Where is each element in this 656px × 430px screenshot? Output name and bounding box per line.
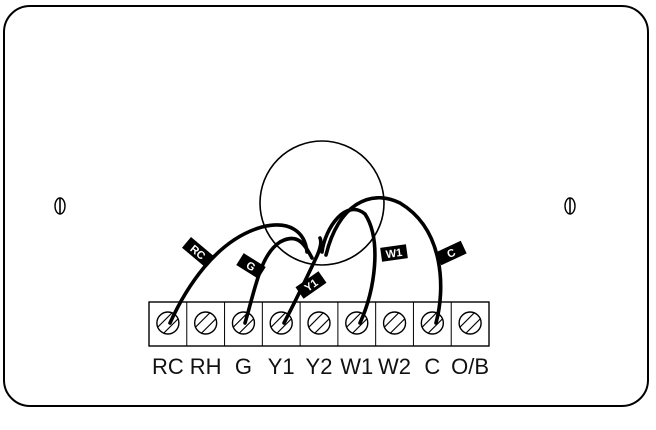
terminal-label-rh: RH xyxy=(190,354,222,379)
wire-rc xyxy=(168,223,309,325)
terminal-screw-c-icon xyxy=(420,311,445,335)
terminal-label-w1: W1 xyxy=(340,354,373,379)
wire-y1 xyxy=(282,236,323,325)
terminal-block xyxy=(148,301,490,347)
wire-g xyxy=(243,236,314,325)
wire-tag-g: G xyxy=(236,253,266,279)
terminal-label-c: C xyxy=(424,354,440,379)
wire-opening xyxy=(259,140,385,266)
wires xyxy=(168,195,443,325)
terminal-label-ob: O/B xyxy=(451,354,489,379)
terminal-screw-ob-icon xyxy=(458,311,482,335)
terminal-screw-y2-icon xyxy=(307,311,331,335)
wire-w1 xyxy=(320,207,377,325)
terminal-label-g: G xyxy=(235,354,252,379)
terminal-label-rc: RC xyxy=(152,354,184,379)
terminal-screw-w2-icon xyxy=(382,311,407,335)
wire-tag-c: C xyxy=(435,240,467,266)
terminal-label-y2: Y2 xyxy=(306,354,333,379)
terminal-screw-rh-icon xyxy=(193,311,218,335)
terminal-label-y1: Y1 xyxy=(268,354,295,379)
terminal-label-w2: W2 xyxy=(378,354,411,379)
mounting-screw-left-icon xyxy=(54,197,66,215)
wire-tag-w1-label: W1 xyxy=(385,247,403,261)
wire-c xyxy=(324,195,443,325)
wire-tag-w1: W1 xyxy=(380,244,408,262)
mounting-screw-right-icon xyxy=(564,197,576,215)
